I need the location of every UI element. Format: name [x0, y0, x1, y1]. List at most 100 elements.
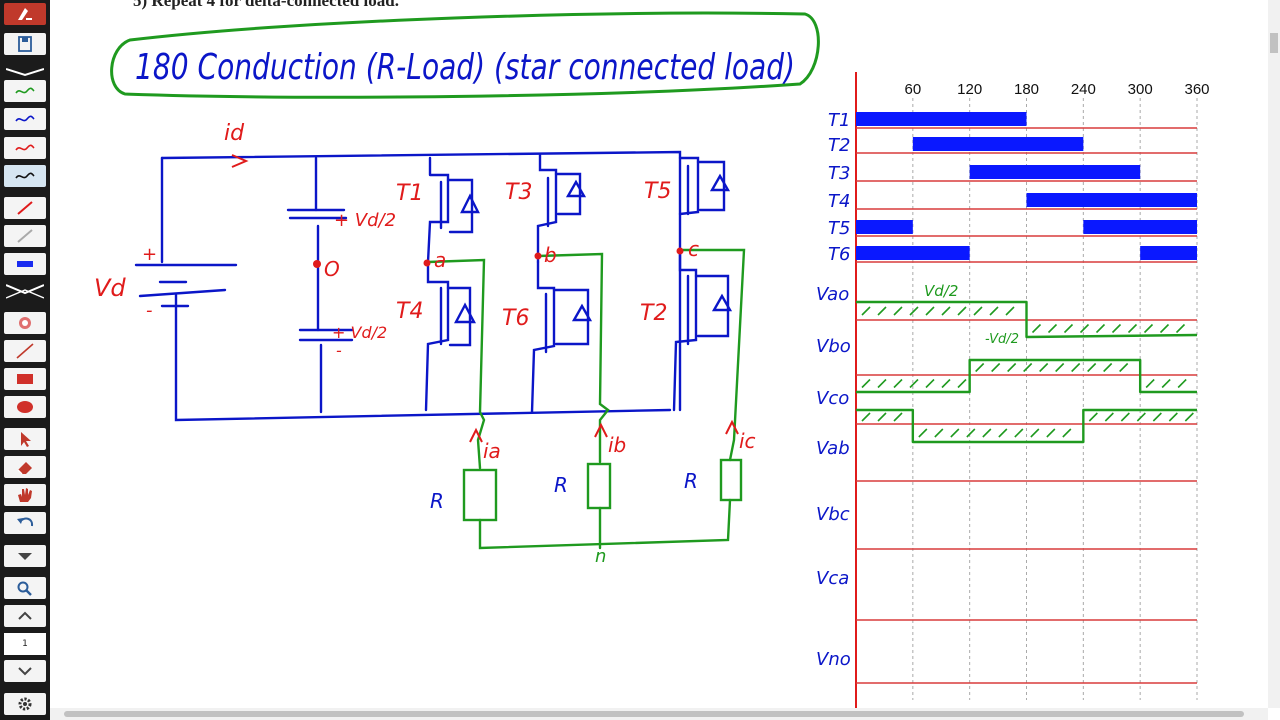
blue-pen-icon[interactable]	[4, 108, 46, 130]
vbo-hatch	[975, 362, 985, 373]
green-pen-icon[interactable]	[4, 80, 46, 102]
angle-label: 120	[957, 81, 982, 98]
vbo-hatch	[1007, 362, 1017, 373]
label-switch-t3: T3	[505, 180, 532, 205]
label-switch-t2: T2	[640, 301, 667, 326]
label-node-b: b	[544, 243, 557, 267]
page-up-icon[interactable]	[4, 605, 46, 627]
vbo-hatch	[893, 378, 903, 389]
zoom-icon[interactable]	[4, 577, 46, 599]
vao-hatch	[941, 306, 951, 316]
vco-hatch	[1088, 412, 1098, 422]
label-resistor-c: R	[684, 469, 698, 493]
label-cap-minus: -	[336, 341, 342, 360]
label-current-ib: ib	[608, 433, 626, 457]
black-pen-icon[interactable]	[4, 165, 46, 187]
angle-label: 240	[1071, 81, 1096, 98]
vco-hatch	[1168, 412, 1178, 422]
save-icon[interactable]	[4, 33, 46, 55]
rectangle-tool-icon[interactable]	[4, 368, 46, 390]
current-arrow-icon	[231, 154, 249, 168]
vbo-hatch	[1023, 362, 1033, 373]
vao-hatch	[925, 306, 935, 316]
undo-icon[interactable]	[4, 512, 46, 534]
label-cap-bottom: + Vd/2	[332, 323, 387, 342]
label-cap-top: + Vd/2	[334, 210, 396, 231]
vbo-hatch	[925, 378, 935, 389]
voltage-label-vbc: Vbc	[816, 504, 850, 525]
horizontal-scrollbar[interactable]	[50, 708, 1268, 720]
vco-hatch	[893, 412, 903, 422]
midpoint-dot	[313, 260, 321, 268]
switch-label-t1: T1	[828, 110, 850, 131]
line-tool-icon[interactable]	[4, 340, 46, 362]
gray-line-icon[interactable]	[4, 225, 46, 247]
vbo-hatch	[1145, 378, 1155, 389]
vco-hatch	[861, 412, 871, 422]
label-switch-t4: T4	[396, 299, 423, 324]
page-down-icon[interactable]	[4, 660, 46, 682]
vertical-scrollbar[interactable]	[1268, 0, 1280, 708]
label-node-n: n	[595, 546, 606, 567]
vco-waveform	[856, 408, 1197, 444]
label-source-voltage: Vd	[94, 274, 126, 302]
pointer-icon[interactable]	[4, 428, 46, 450]
conduction-bar-t3	[969, 165, 1141, 179]
conduction-bar-t2	[912, 137, 1084, 151]
node-b-dot	[534, 252, 542, 260]
vbo-hatch	[1055, 362, 1065, 373]
red-line-icon[interactable]	[4, 197, 46, 219]
vbo-hatch	[941, 378, 951, 389]
voltage-label-vbo: Vbo	[816, 336, 851, 357]
vbo-waveform	[856, 358, 1197, 394]
vco-hatch	[1120, 412, 1130, 422]
red-pen-icon[interactable]	[4, 137, 46, 159]
whiteboard-canvas[interactable]: 5) Repeat 4 for delta-connected load. 18…	[50, 0, 1268, 708]
settings-gear-icon[interactable]	[4, 693, 46, 715]
label-switch-t1: T1	[396, 181, 423, 206]
vao-waveform	[856, 300, 1198, 339]
label-switch-t6: T6	[502, 306, 529, 331]
vco-hatch	[1046, 428, 1056, 438]
vco-hatch	[1014, 428, 1024, 438]
switch-label-t5: T5	[828, 218, 850, 239]
vao-hatch	[1031, 323, 1042, 334]
vco-hatch	[1062, 428, 1072, 438]
circle-target-icon[interactable]	[4, 312, 46, 334]
ellipse-tool-icon[interactable]	[4, 396, 46, 418]
eraser-icon[interactable]	[4, 456, 46, 478]
conduction-bar-t5	[856, 220, 913, 234]
label-resistor-b: R	[554, 473, 568, 497]
current-arrow-icon	[594, 422, 608, 438]
vao-hatch	[893, 306, 903, 316]
vbo-hatch	[1087, 362, 1097, 373]
blue-highlighter-icon[interactable]	[4, 253, 46, 275]
pan-hand-icon[interactable]	[4, 484, 46, 506]
vao-hatch	[861, 306, 871, 316]
vco-hatch	[1030, 428, 1040, 438]
vbo-hatch	[877, 378, 887, 389]
vao-hatch	[1063, 323, 1074, 334]
vao-hatch	[1127, 323, 1138, 334]
vbo-hatch	[957, 378, 967, 389]
vbo-hatch	[1119, 362, 1129, 373]
app-logo-icon[interactable]	[4, 3, 46, 25]
page-number[interactable]: 1	[4, 633, 46, 655]
shape-picker-icon[interactable]	[5, 282, 45, 300]
conduction-bar-t6	[1140, 246, 1197, 260]
horizontal-scroll-thumb[interactable]	[64, 711, 1244, 717]
vco-hatch	[934, 428, 944, 438]
label-current-ic: ic	[739, 429, 756, 453]
vbo-hatch	[1039, 362, 1049, 373]
voltage-label-vno: Vno	[816, 649, 851, 670]
vao-low-label: -Vd/2	[985, 332, 1019, 347]
inverter-circuit	[134, 150, 733, 422]
vertical-scroll-thumb[interactable]	[1270, 33, 1278, 53]
label-node-a: a	[434, 248, 446, 272]
label-node-c: c	[688, 237, 699, 261]
vao-hatch	[1111, 323, 1122, 334]
vao-hatch	[973, 306, 983, 316]
dropdown-arrow-icon[interactable]	[4, 545, 46, 567]
vao-hatch	[1005, 306, 1015, 316]
